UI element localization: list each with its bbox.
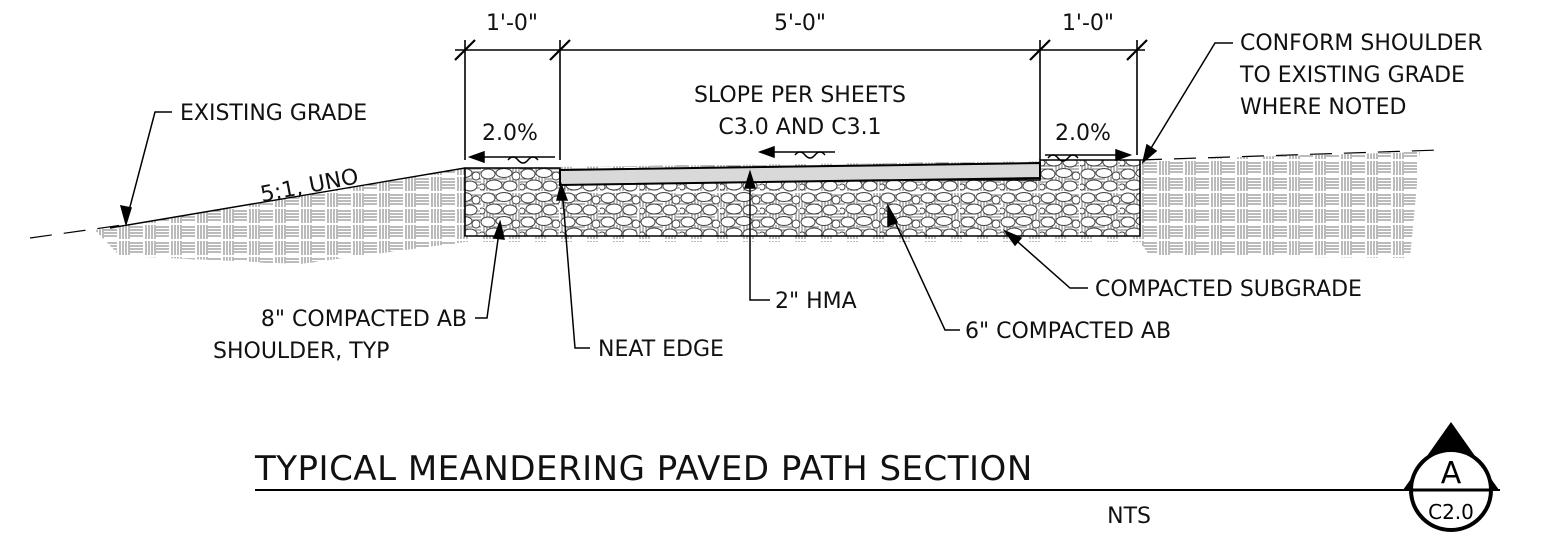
dim-left-shoulder: 1'-0" bbox=[486, 11, 538, 36]
ab-6-label: 6" COMPACTED AB bbox=[965, 319, 1171, 344]
dim-path-width: 5'-0" bbox=[774, 11, 826, 36]
hma-label: 2" HMA bbox=[775, 289, 857, 314]
conform-note-line3: WHERE NOTED bbox=[1240, 95, 1406, 120]
slope-arrows bbox=[467, 145, 1133, 164]
slope-left-label: 2.0% bbox=[482, 121, 538, 146]
section-title: TYPICAL MEANDERING PAVED PATH SECTION bbox=[254, 449, 1033, 489]
slope-right-label: 2.0% bbox=[1055, 121, 1111, 146]
side-slope-line bbox=[109, 167, 466, 229]
conform-note-line1: CONFORM SHOULDER bbox=[1240, 31, 1483, 56]
ab-8-label-line2: SHOULDER, TYP bbox=[213, 339, 389, 364]
dim-right-shoulder: 1'-0" bbox=[1062, 11, 1114, 36]
slope-note-line2: C3.0 AND C3.1 bbox=[718, 115, 881, 140]
slope-note-line1: SLOPE PER SHEETS bbox=[694, 83, 906, 108]
compacted-subgrade-label: COMPACTED SUBGRADE bbox=[1095, 277, 1362, 302]
scale-label: NTS bbox=[1107, 504, 1151, 529]
existing-grade-line bbox=[29, 149, 1441, 239]
existing-grade-label: EXISTING GRADE bbox=[180, 101, 367, 126]
conform-note-line2: TO EXISTING GRADE bbox=[1239, 63, 1465, 88]
detail-sheet: C2.0 bbox=[1428, 500, 1474, 524]
hma-layer bbox=[559, 161, 1041, 187]
dimension-lines bbox=[454, 39, 1148, 160]
neat-edge-label: NEAT EDGE bbox=[598, 337, 724, 362]
ab-8-label-line1: 8" COMPACTED AB bbox=[261, 307, 467, 332]
detail-callout-symbol: A C2.0 bbox=[1403, 422, 1499, 532]
leader-lines bbox=[119, 42, 1233, 349]
detail-id: A bbox=[1441, 456, 1462, 491]
